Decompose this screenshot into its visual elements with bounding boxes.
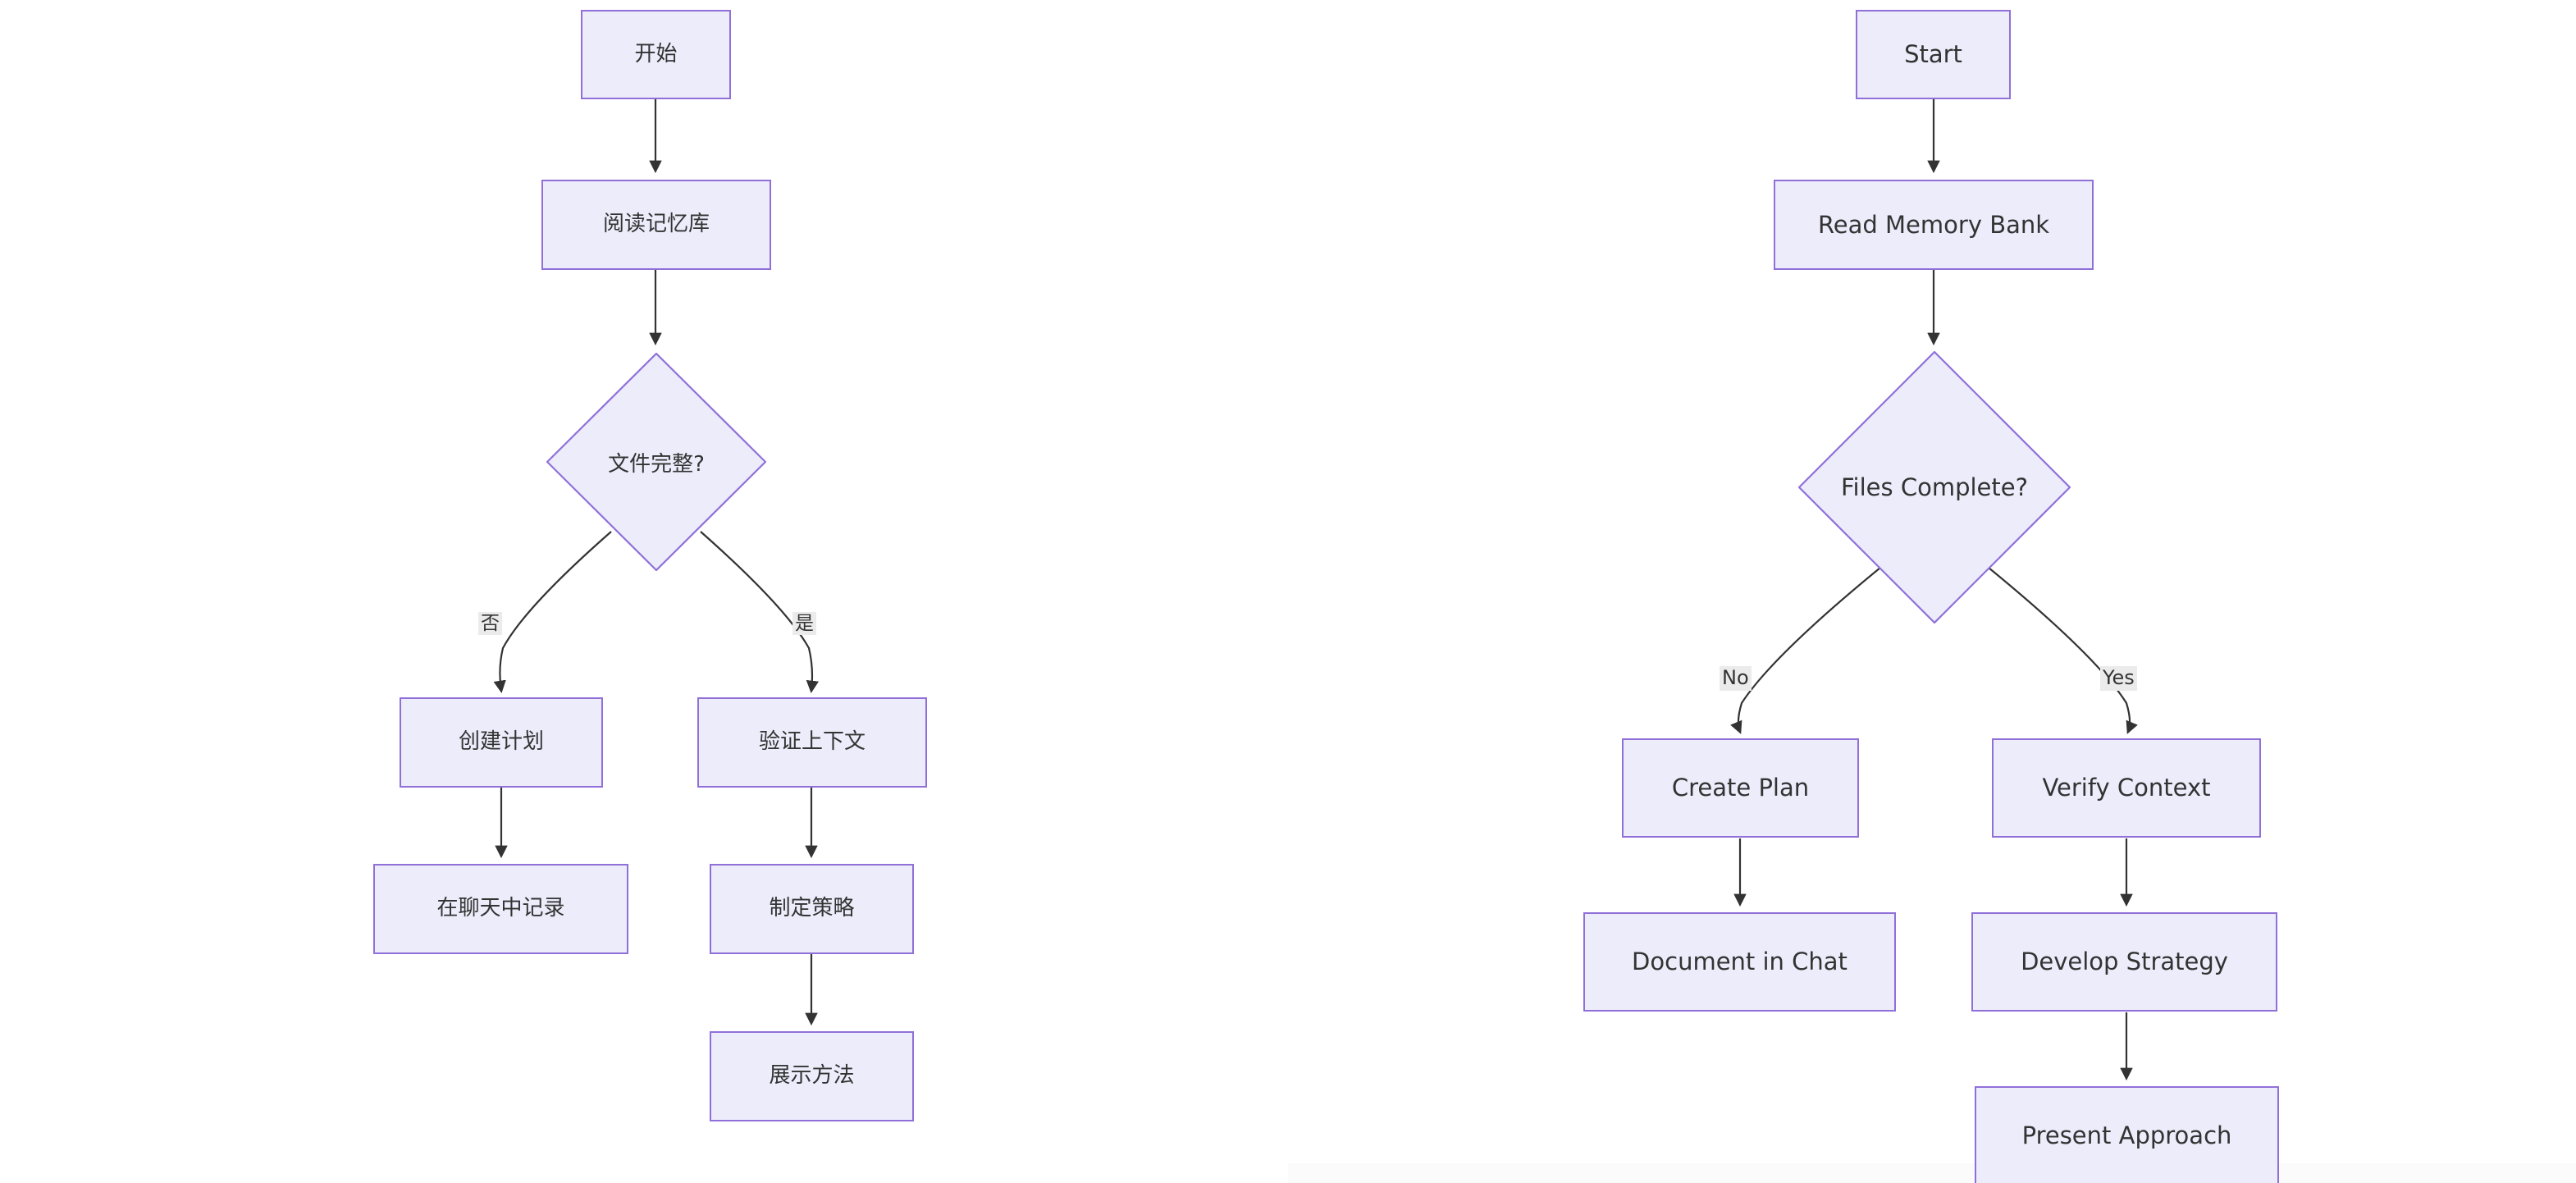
edge-cn-decision-verify [700, 531, 820, 694]
node-en-develop-strategy[interactable]: Develop Strategy [1971, 912, 2277, 1012]
diamond-shape [546, 353, 766, 571]
node-cn-present-approach[interactable]: 展示方法 [710, 1031, 914, 1121]
node-cn-files-complete-decision[interactable]: 文件完整? [546, 353, 766, 571]
node-cn-read-memory-bank[interactable]: 阅读记忆库 [541, 180, 771, 270]
node-cn-develop-strategy[interactable]: 制定策略 [710, 864, 914, 954]
node-cn-start[interactable]: 开始 [581, 10, 731, 99]
edge-label-cn-no: 否 [478, 612, 502, 636]
edge-label-en-yes: Yes [2100, 666, 2137, 691]
node-cn-create-plan[interactable]: 创建计划 [400, 697, 603, 788]
diamond-shape [1798, 351, 2071, 623]
node-cn-verify-context[interactable]: 验证上下文 [697, 697, 927, 788]
edge-en-decision-plan [1730, 567, 1881, 734]
node-cn-decision-label: 文件完整? [608, 451, 705, 477]
node-en-create-plan[interactable]: Create Plan [1622, 738, 1859, 838]
node-en-files-complete-decision[interactable]: Files Complete? [1798, 351, 2071, 623]
edge-label-en-no: No [1720, 666, 1752, 691]
node-en-decision-label: Files Complete? [1840, 473, 2028, 501]
edge-cn-decision-plan [493, 531, 612, 694]
node-en-present-approach[interactable]: Present Approach [1975, 1086, 2279, 1183]
node-en-verify-context[interactable]: Verify Context [1992, 738, 2261, 838]
node-cn-document-in-chat[interactable]: 在聊天中记录 [373, 864, 628, 954]
node-en-document-in-chat[interactable]: Document in Chat [1583, 912, 1896, 1012]
node-en-read-memory-bank[interactable]: Read Memory Bank [1774, 180, 2094, 270]
background-panel [1288, 1163, 2576, 1183]
node-en-start[interactable]: Start [1856, 10, 2011, 99]
edge-label-cn-yes: 是 [792, 612, 816, 636]
